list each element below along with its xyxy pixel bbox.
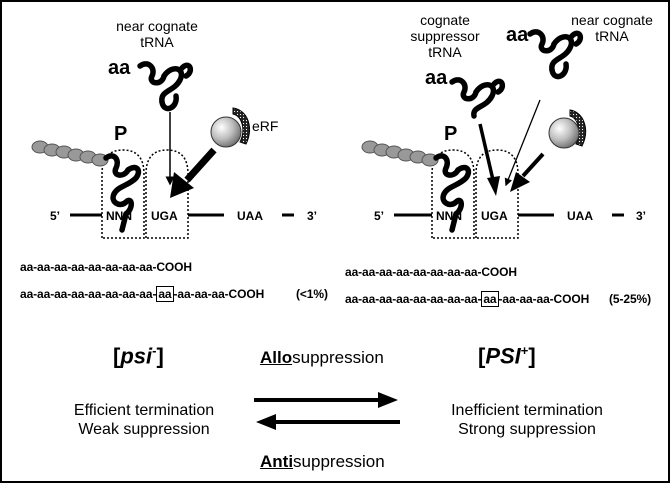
antisuppression-label: Antisuppression [260, 452, 385, 472]
left-p-site-label: P [114, 123, 128, 145]
right-p-site-label: P [444, 123, 458, 145]
right-seq-normal: aa-aa-aa-aa-aa-aa-aa-aa-COOH [345, 265, 517, 279]
right-codon-a: UGA [481, 209, 508, 223]
right-erf-factor [548, 109, 586, 149]
right-suppressor-label: cognate suppressor tRNA [400, 12, 490, 60]
right-seq-pre: aa-aa-aa-aa-aa-aa-aa-aa- [345, 292, 482, 306]
left-five-prime: 5’ [50, 209, 61, 223]
left-seq-readthrough: aa-aa-aa-aa-aa-aa-aa-aa-aa-aa-aa-aa-COOH [20, 286, 265, 302]
right-percent: (5-25%) [609, 292, 651, 306]
psi-minus-text: psi [120, 343, 153, 369]
psi-plus-text: PSI [485, 343, 521, 369]
anti-rest: suppression [293, 452, 385, 471]
right-aa-label-1: aa [506, 24, 529, 46]
left-codon-p: NNN [106, 209, 132, 223]
right-suppressor-label-line2: suppressor [410, 28, 480, 44]
left-erf-label: eRF [252, 118, 279, 134]
psi-plus-sup: + [520, 343, 529, 358]
left-description-line1: Efficient termination [73, 402, 215, 419]
right-suppressor-trna [449, 77, 506, 119]
psi-plus-state: [PSI+] [478, 343, 536, 369]
left-trna-label-line2: tRNA [140, 34, 174, 50]
right-three-prime: 3’ [636, 209, 647, 223]
anti-bold: Anti [260, 452, 294, 471]
right-five-prime: 5’ [374, 209, 385, 223]
right-suppressor-label-line3: tRNA [428, 44, 462, 60]
left-description-line2: Weak suppression [78, 421, 210, 438]
right-seq-post: -aa-aa-aa-COOH [498, 292, 590, 306]
left-codon-end: UAA [237, 209, 263, 223]
left-p-site-trna [103, 153, 142, 233]
right-suppressor-arrow [478, 123, 500, 196]
right-description: Inefficient termination Strong suppressi… [432, 401, 622, 439]
right-codon-p: NNN [436, 209, 462, 223]
left-erf-arrow [170, 147, 217, 198]
right-suppressor-label-line1: cognate [420, 12, 470, 28]
right-seq-boxed-aa: aa [481, 291, 499, 307]
right-ribosome [394, 149, 624, 239]
right-p-site-trna [433, 153, 472, 233]
left-erf-factor [210, 107, 250, 148]
psi-minus-sup: - [152, 343, 157, 358]
right-aa-label-2: aa [425, 67, 448, 89]
left-near-cognate-trna [137, 61, 194, 112]
left-trna-label-line1: near cognate [116, 18, 198, 34]
left-three-prime: 3’ [307, 209, 318, 223]
left-seq-normal: aa-aa-aa-aa-aa-aa-aa-aa-COOH [20, 260, 192, 274]
allosuppression-label: Allosuppression [260, 348, 384, 368]
left-description: Efficient termination Weak suppression [54, 401, 234, 439]
right-description-line1: Inefficient termination [451, 402, 603, 419]
left-trna-label: near cognate tRNA [102, 18, 212, 50]
right-near-cognate-arrow [504, 99, 541, 187]
right-near-cognate-trna [527, 29, 584, 80]
left-seq-pre: aa-aa-aa-aa-aa-aa-aa-aa- [20, 287, 157, 301]
left-aa-label: aa [108, 57, 131, 79]
right-near-cognate-label: near cognate tRNA [562, 12, 662, 44]
left-seq-boxed-aa: aa [156, 286, 174, 302]
right-near-cognate-label-line1: near cognate [571, 12, 653, 28]
left-percent: (<1%) [296, 287, 328, 301]
right-peptide-chain [361, 140, 439, 167]
right-seq-readthrough: aa-aa-aa-aa-aa-aa-aa-aa-aa-aa-aa-aa-COOH [345, 291, 590, 307]
allo-bold: Allo [260, 348, 293, 367]
right-erf-arrow [510, 152, 545, 192]
right-description-line2: Strong suppression [458, 421, 596, 438]
right-codon-end: UAA [567, 209, 593, 223]
left-codon-a: UGA [151, 209, 178, 223]
allo-rest: suppression [292, 348, 384, 367]
right-near-cognate-label-line2: tRNA [595, 28, 629, 44]
left-peptide-chain [31, 140, 109, 167]
psi-minus-state: [psi-] [113, 343, 164, 369]
equilibrium-arrows [254, 392, 400, 430]
left-seq-post: -aa-aa-aa-COOH [173, 287, 265, 301]
